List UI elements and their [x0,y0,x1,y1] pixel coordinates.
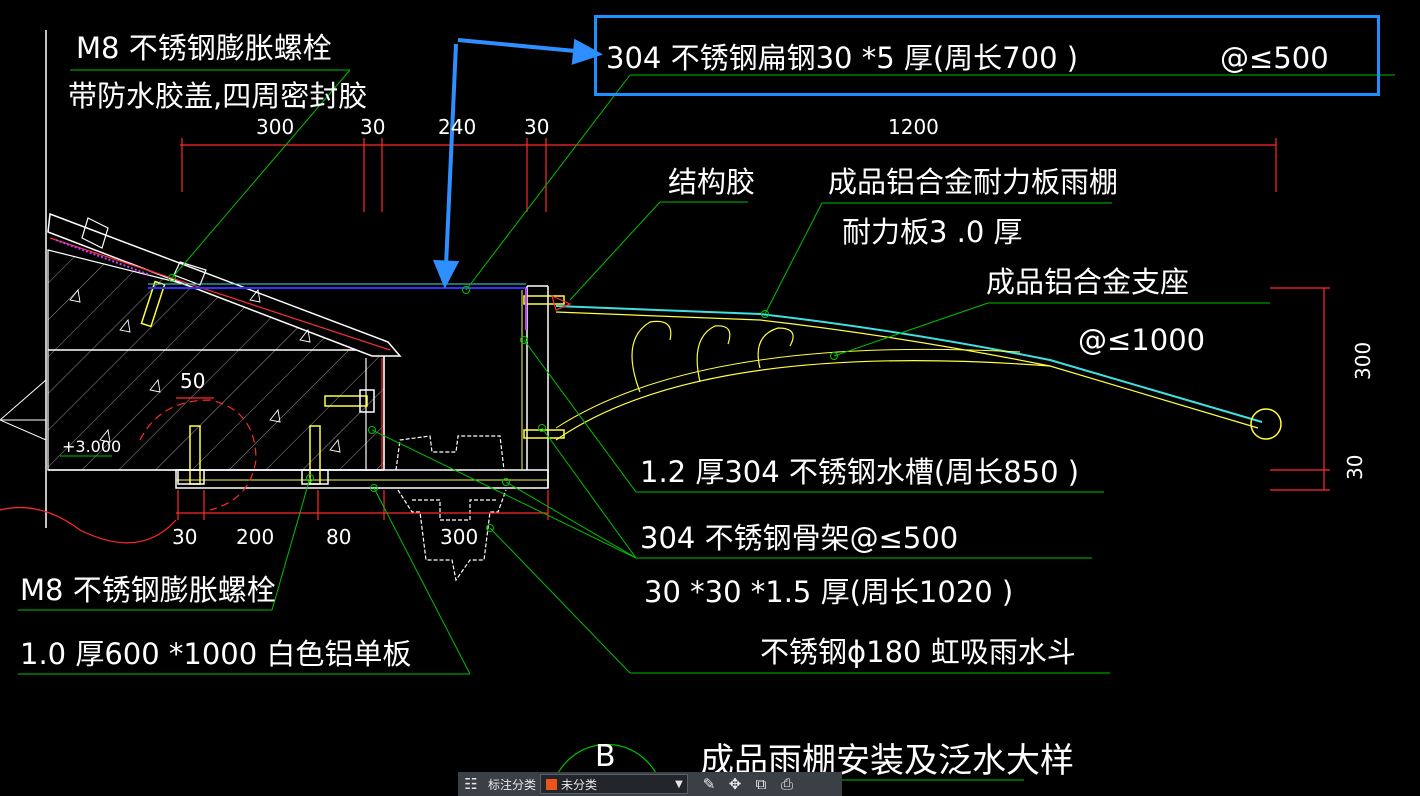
sealant-label: 结构胶 [668,165,755,199]
edit-icon[interactable]: ✎ [702,775,716,793]
rain-drain [395,435,507,582]
paste-icon[interactable]: ⎙ [781,775,794,793]
annotation-category-label: 标注分类 [488,777,537,792]
bolt-top-note: 带防水胶盖,四周密封胶 [68,79,367,113]
elevation-label: +3.000 [62,437,121,456]
dimension-lines [0,138,1330,544]
canopy-label: 成品铝合金耐力板雨棚 [828,165,1118,199]
dim-top-240: 240 [438,115,476,139]
chevron-down-icon: ▼ [675,778,683,790]
dim-top-30a: 30 [360,115,385,139]
dim-right-300: 300 [1351,342,1375,380]
category-color-swatch [546,778,558,790]
dim-bottom-200: 200 [236,525,274,549]
dim-top-1200: 1200 [888,115,939,139]
leader-dots [168,274,838,532]
dim-bottom-80: 80 [326,525,351,549]
category-selected-value: 未分类 [561,777,598,792]
dim-left-50: 50 [180,369,205,393]
dim-bottom-300: 300 [440,525,478,549]
leader-lines [18,69,1395,781]
flat-steel-spacing: @≤500 [1220,41,1329,75]
dim-top-300: 300 [256,115,294,139]
canopy-thickness: 耐力板3 .0 厚 [842,215,1023,249]
detail-mark-letter: B [595,739,616,774]
detail-mark-circle [551,744,663,791]
canopy [551,294,1282,441]
annotation-toolbar: ☷ 标注分类 未分类 ▼ ✎ ✥ ⧉ ⎙ [458,772,842,796]
copy-icon[interactable]: ⧉ [755,775,767,793]
flat-steel-label: 304 不锈钢扁钢30 *5 厚(周长700 ) [606,41,1078,75]
gutter-structure [140,280,565,489]
bolt-top-label: M8 不锈钢膨胀螺栓 [76,31,332,65]
annotation-category-select[interactable]: 未分类 ▼ [540,774,689,794]
dim-top-30b: 30 [524,115,549,139]
dim-bottom-30: 30 [172,525,197,549]
panel-label: 1.0 厚600 *1000 白色铝单板 [20,637,411,671]
bolt-bottom-label: M8 不锈钢膨胀螺栓 [20,573,276,607]
bracket-spacing: @≤1000 [1078,323,1205,357]
annotation-arrows [432,38,603,289]
gutter-label: 1.2 厚304 不锈钢水槽(周长850 ) [640,455,1079,489]
frame-size: 30 *30 *1.5 厚(周长1020 ) [644,575,1013,609]
selection-highlight-box [594,15,1380,96]
drain-label: 不锈钢ϕ180 虹吸雨水斗 [760,635,1076,669]
move-icon[interactable]: ✥ [728,775,742,793]
bracket-label: 成品铝合金支座 [986,265,1189,299]
group-icon[interactable]: ☷ [464,775,478,793]
frame-label: 304 不锈钢骨架@≤500 [640,521,958,555]
dim-right-30: 30 [1343,455,1367,480]
